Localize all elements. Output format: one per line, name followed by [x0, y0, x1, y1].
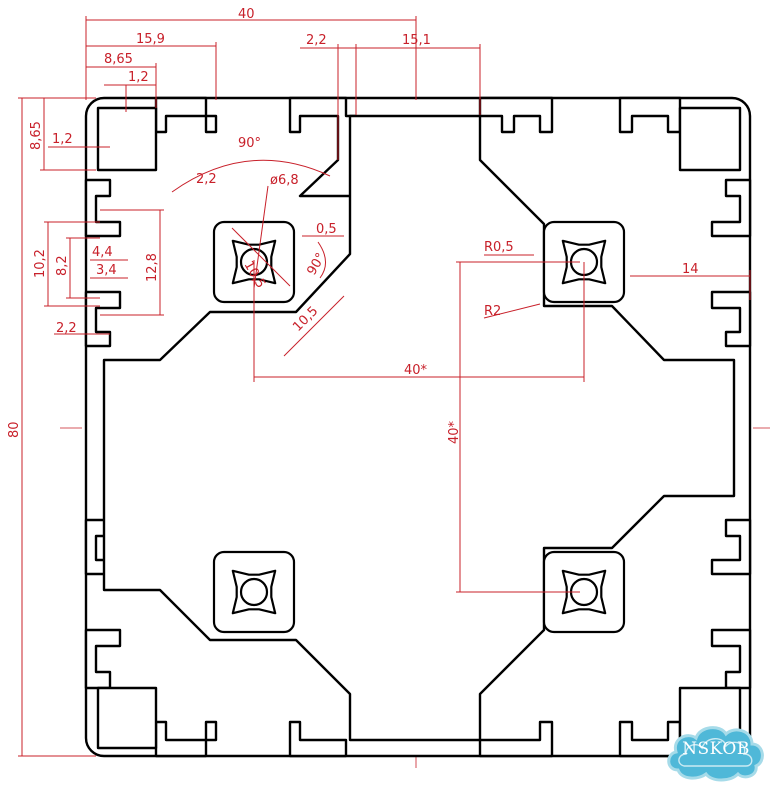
dim-3-4: 3,4	[96, 263, 117, 278]
dim-angle-90-corner: 90°	[238, 136, 261, 151]
dim-15-9: 15,9	[136, 32, 165, 47]
corner-pocket-tr	[678, 106, 742, 172]
slot-opening-15	[710, 518, 752, 576]
dim-2-2-diag: 2,2	[196, 172, 217, 187]
nskob-logo: NSKOB	[664, 720, 768, 782]
dim-40-top: 40	[238, 7, 255, 22]
slot-opening-3	[478, 96, 554, 134]
dim-8-65-top: 8,65	[104, 52, 133, 67]
dim-2-2-left: 2,2	[56, 321, 77, 336]
dim-8-2: 8,2	[55, 255, 70, 276]
logo-cloud-shape	[667, 726, 764, 782]
dim-r0-5: R0,5	[484, 240, 514, 255]
slot-opening-5	[154, 720, 218, 758]
slot-opening-16	[710, 628, 752, 690]
dim-14: 14	[682, 262, 699, 277]
dim-40-star-vertical: 40*	[447, 420, 462, 444]
dim-0-5: 0,5	[316, 222, 337, 237]
dim-r2: R2	[484, 304, 501, 319]
slot-opening-14	[710, 290, 752, 348]
dim-80: 80	[7, 421, 22, 438]
dim-12-8: 12,8	[145, 253, 160, 282]
dim-40-star-horizontal: 40*	[404, 363, 428, 378]
dim-4-4: 4,4	[92, 245, 113, 260]
dim-1-2-top: 1,2	[128, 70, 149, 85]
slot-opening-6	[288, 720, 348, 758]
logo-text: NSKOB	[682, 739, 750, 759]
corner-pocket-bl	[96, 686, 158, 750]
dim-8-65-left: 8,65	[29, 121, 44, 150]
dim-10-2: 10,2	[33, 249, 48, 278]
aluminium-profile-outline	[84, 96, 752, 758]
slot-opening-13	[710, 178, 752, 238]
dim-2-2-top: 2,2	[306, 33, 327, 48]
dimension-lines	[18, 16, 751, 757]
dim-bore-6-8: ø6,8	[270, 173, 299, 188]
dim-1-2-left: 1,2	[52, 132, 73, 147]
corner-pocket-tl	[96, 106, 158, 172]
slot-opening-1	[154, 96, 218, 134]
core-bore-3	[239, 577, 269, 607]
slot-opening-2	[288, 96, 358, 198]
dim-15-1: 15,1	[402, 33, 431, 48]
slot-opening-12	[84, 628, 122, 690]
